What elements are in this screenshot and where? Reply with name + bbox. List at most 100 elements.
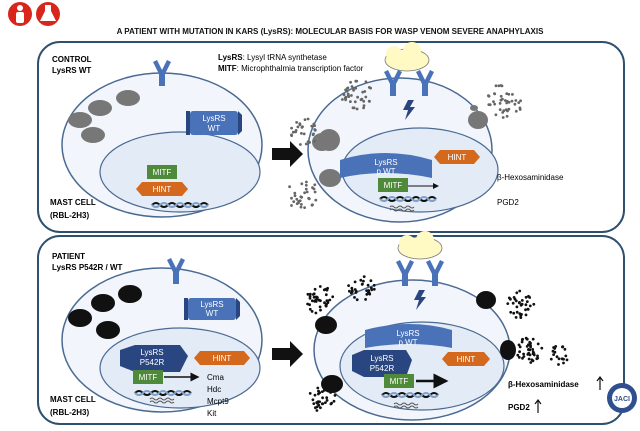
mediator-dot xyxy=(494,84,498,88)
mediator-dot xyxy=(517,101,521,104)
lysrs-sub: WT xyxy=(208,124,221,133)
released-mediators xyxy=(288,79,522,210)
mediator-dot xyxy=(316,402,319,405)
mediator-dot xyxy=(554,345,558,348)
mediator-dot xyxy=(531,337,535,341)
control-cell-line1: MAST CELL xyxy=(50,198,96,207)
legend-lysrs-abbr: LysRS xyxy=(218,53,243,62)
mediator-dot xyxy=(557,363,560,366)
mediator-dot xyxy=(288,185,291,189)
mediator-dot xyxy=(322,288,326,292)
mediator-dot xyxy=(301,125,304,129)
svg-text:MITF: MITF xyxy=(153,168,172,177)
mediator-dot xyxy=(515,310,519,314)
mediator-dot xyxy=(308,303,311,307)
patient-label-line1: PATIENT xyxy=(52,252,85,261)
gene-hdc: Hdc xyxy=(207,385,221,394)
mediator-dot xyxy=(553,347,557,350)
svg-text:LysRS: LysRS xyxy=(370,354,393,363)
mediator-dot xyxy=(502,109,506,113)
svg-text:LysRS: LysRS xyxy=(200,300,223,309)
mediator-dot xyxy=(317,392,320,396)
mediator-dot xyxy=(532,302,536,306)
mediator-dot xyxy=(527,348,530,351)
mediator-dot xyxy=(306,292,310,296)
mediator-dot xyxy=(528,340,532,344)
control-granules xyxy=(68,90,140,143)
svg-text:MITF: MITF xyxy=(139,373,158,382)
mediator-dot xyxy=(365,289,368,292)
mediator-dot xyxy=(291,130,295,134)
mediator-dot xyxy=(513,102,517,106)
patient-label-line2: LysRS P542R / WT xyxy=(52,263,123,272)
mediator-dot xyxy=(341,98,344,101)
hint-box: HINT xyxy=(136,182,188,196)
gene-mcpt9: Mcpt9 xyxy=(207,397,229,406)
mediator-dot xyxy=(515,291,519,295)
mediator-dot xyxy=(552,353,555,356)
mitf-box: MITF xyxy=(378,178,408,192)
mediator-dot xyxy=(518,106,522,110)
mediator-dot xyxy=(299,143,302,146)
mediator-dot xyxy=(312,132,315,136)
svg-text:LysRS: LysRS xyxy=(396,329,419,338)
mediator-dot xyxy=(514,299,518,303)
mediator-dot xyxy=(512,296,516,299)
mediator-dot xyxy=(362,104,366,107)
svg-text:LysRS: LysRS xyxy=(140,348,163,357)
lysrs-p542r-protein: LysRS P542R xyxy=(120,345,188,372)
mediator-dot xyxy=(372,287,376,291)
mediator-dot xyxy=(488,103,492,107)
mediator-dot xyxy=(290,126,293,130)
mediator-dot xyxy=(499,98,503,102)
mediator-dot xyxy=(364,80,368,84)
mediator-dot xyxy=(528,353,532,357)
mediator-dot xyxy=(331,295,335,299)
mediator-dot xyxy=(369,279,373,283)
mediator-dot xyxy=(313,190,317,194)
mediator-dot xyxy=(499,94,503,98)
mediator-dot xyxy=(292,200,296,204)
mediator-dot xyxy=(555,355,559,359)
mediator-dot xyxy=(305,190,309,194)
mediator-dot xyxy=(304,183,308,187)
lysrs-label: LysRS xyxy=(202,114,225,123)
gene-cma: Cma xyxy=(207,373,224,382)
mediator-dot xyxy=(310,310,314,313)
hint-box: HINT xyxy=(434,150,480,164)
mediator-dot xyxy=(565,358,569,362)
mediator-dot xyxy=(527,294,530,298)
mediator-dot xyxy=(520,338,524,342)
mediator-dot xyxy=(501,116,505,119)
mediator-dot xyxy=(361,282,364,286)
svg-text:p WT: p WT xyxy=(398,338,417,347)
mediator-dot xyxy=(518,350,521,354)
journal-seal-logo: JACI xyxy=(607,383,637,413)
mediator-dot xyxy=(330,401,333,405)
mediator-dot xyxy=(350,85,354,88)
mediator-dot xyxy=(524,295,528,299)
svg-text:HINT: HINT xyxy=(457,355,476,364)
mediator-dot xyxy=(310,299,314,303)
mediator-dot xyxy=(362,99,366,103)
mediator-dot xyxy=(355,298,359,302)
mediator-dot xyxy=(318,400,321,404)
mitf-box: MITF xyxy=(384,374,414,388)
activation-arrow xyxy=(272,141,303,167)
mediator-dot xyxy=(300,132,303,135)
mitf-box: MITF xyxy=(147,165,177,179)
mediator-dot xyxy=(323,301,326,305)
mediator-dot xyxy=(319,299,322,303)
mediator-dot xyxy=(359,98,363,102)
lysrs-p542r-protein: LysRS P542R xyxy=(352,350,412,377)
person-icon xyxy=(8,2,32,26)
mediator-dot xyxy=(350,286,354,290)
mediator-dot xyxy=(302,132,306,136)
mediator-dot xyxy=(500,84,504,88)
antigen-cloud-icon xyxy=(397,231,443,260)
mediator-dot xyxy=(354,79,358,83)
mediator-dot xyxy=(321,390,324,393)
mediator-dot xyxy=(530,358,534,362)
mediator-dot xyxy=(348,289,351,293)
mediator-dot xyxy=(295,197,299,201)
